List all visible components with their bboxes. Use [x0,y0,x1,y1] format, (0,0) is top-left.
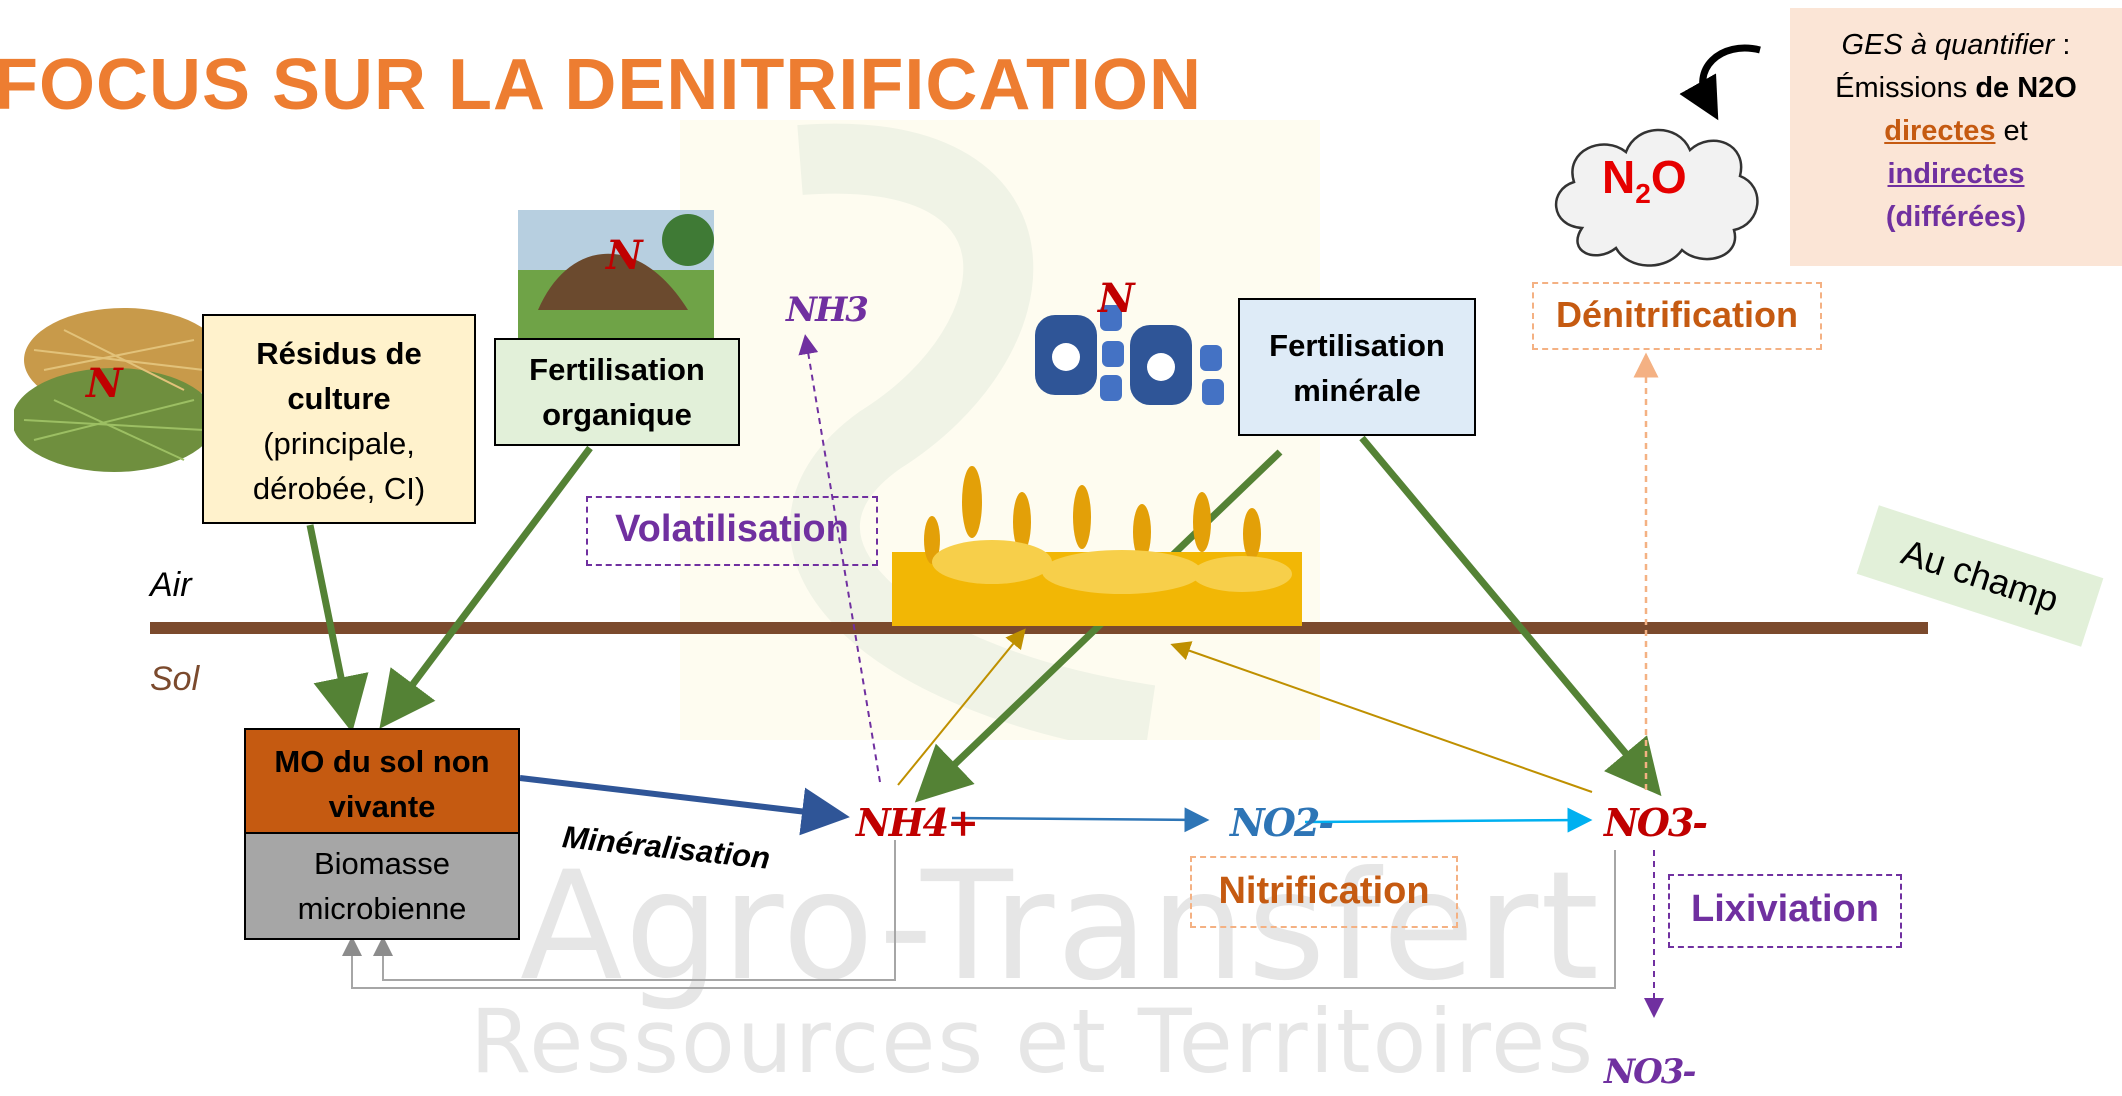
fertilisation-minerale-box: Fertilisation minérale [1238,298,1476,436]
no2-label: NO2- [1230,800,1334,845]
straw-icon [12,308,224,472]
fert-min-label: Fertilisation minérale [1269,328,1445,408]
residus-bold: Résidus de culture [256,336,422,416]
ges-directes: directes [1884,114,1996,147]
residus-rest: (principale, dérobée, CI) [252,425,426,506]
watermark-line2: Ressources et Territoires [470,990,1596,1093]
biomasse-label: Biomasse microbienne [297,846,467,926]
ges-quantifier-box: GES à quantifier : Émissions de N2O dire… [1790,8,2122,266]
ges-line1-italic: GES à quantifier [1841,29,2055,61]
nh4-label: NH4+ [856,800,979,845]
ges-et: et [1995,114,2028,147]
watermark-logo [680,120,1320,755]
fertiliser-bag-icon [1035,305,1224,405]
residus-box: Résidus de culture (principale, dérobée,… [202,314,476,524]
manure-heap-image: N [518,210,714,340]
n2o-n: N [1602,151,1636,203]
n2o-o: O [1650,151,1687,203]
wheat-field-image [892,462,1302,626]
ges-differees: (différées) [1885,200,2027,233]
no3-label: NO3- [1604,800,1708,845]
page-title: FOCUS SUR LA DENITRIFICATION [0,45,1202,125]
cloud-icon [1555,128,1759,267]
sol-label: Sol [150,660,200,698]
ges-line2-bold: de N2O [1975,71,2077,104]
n2o-sub: 2 [1635,178,1651,210]
wheat-icon [892,466,1302,626]
n-marker-minerale: N [1098,275,1135,322]
crop-residue-image: N [12,300,224,480]
mo-label: MO du sol non vivante [274,744,490,824]
fert-org-label: Fertilisation organique [529,352,705,432]
lixiviation-label: Lixiviation [1691,888,1879,930]
air-label: Air [150,566,192,604]
manure-icon [518,210,714,340]
ges-line2-prefix: Émissions [1835,71,1976,104]
volatilisation-box: Volatilisation [586,496,878,566]
ges-indirectes: indirectes [1887,157,2025,190]
soil-surface-line [150,622,1928,634]
fertiliser-bags-image: N [1010,275,1232,415]
nh3-label: NH3 [786,290,869,330]
nitrification-label: Nitrification [1218,870,1430,912]
n-marker-residus: N [86,360,123,407]
nitrification-box: Nitrification [1190,856,1458,928]
denitrification-label: Dénitrification [1555,294,1798,335]
lixiviation-box: Lixiviation [1668,874,1902,948]
no3-bottom-label: NO3- [1604,1052,1696,1092]
volatilisation-label: Volatilisation [615,508,849,550]
n-marker-organique: N [606,232,643,279]
denitrification-box: Dénitrification [1532,282,1822,350]
biomasse-box: Biomasse microbienne [244,832,520,940]
fertilisation-organique-box: Fertilisation organique [494,338,740,446]
mo-sol-box: MO du sol non vivante [244,728,520,834]
watermark-swoosh-icon [680,120,1320,755]
ges-line1-rest: : [2054,29,2071,61]
n2o-cloud: N2O [1542,110,1764,272]
